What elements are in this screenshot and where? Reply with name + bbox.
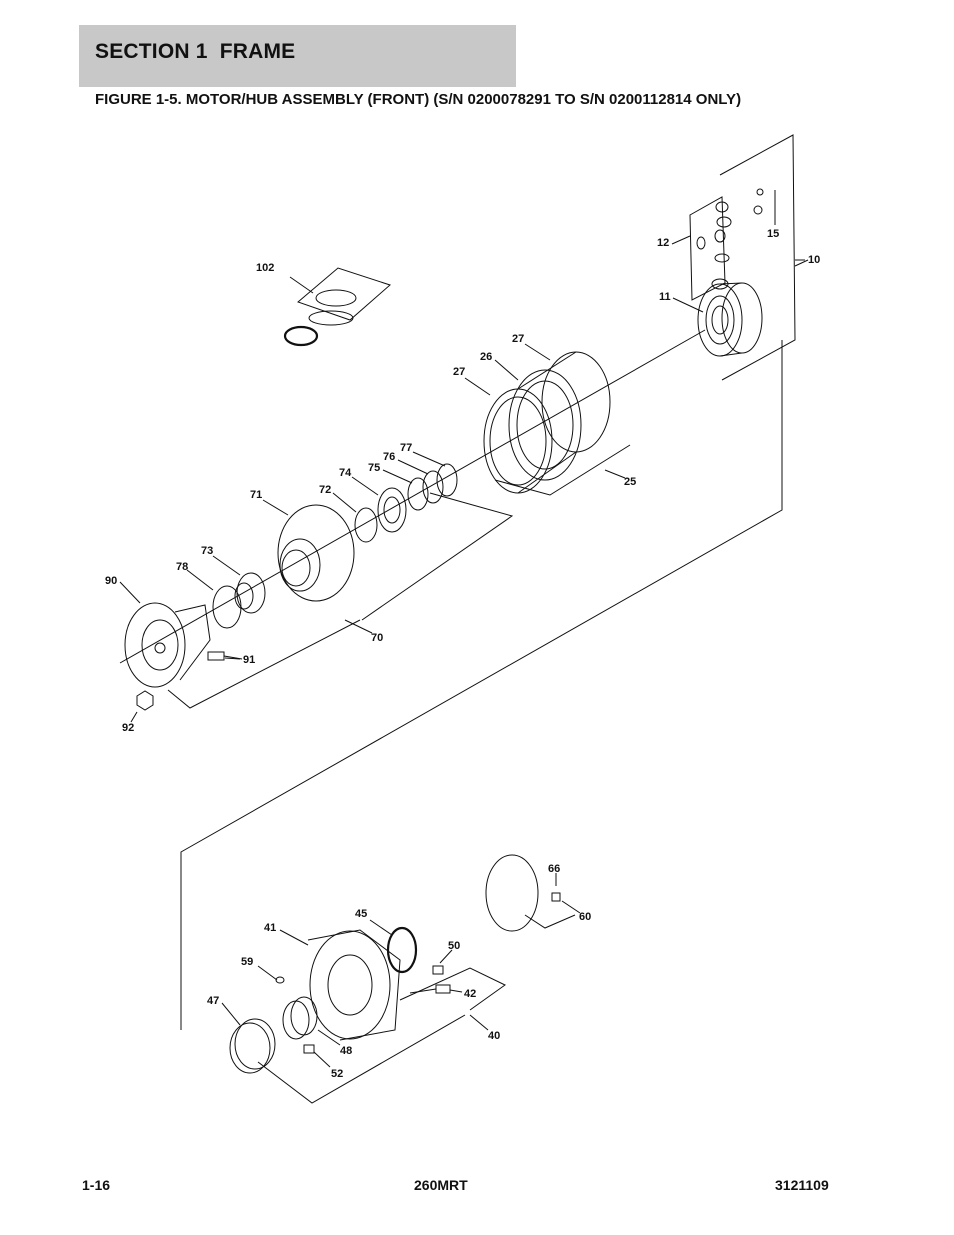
- seal-kit-bag: [283, 267, 391, 347]
- callout-75: 75: [368, 462, 380, 474]
- page-number: 1-16: [82, 1177, 111, 1193]
- end-cover: [485, 854, 576, 932]
- callout-78: 78: [176, 561, 188, 573]
- callout-102: 102: [256, 262, 274, 274]
- callout-90: 90: [105, 575, 117, 587]
- callout-59: 59: [241, 956, 253, 968]
- callout-66: 66: [548, 863, 560, 875]
- callout-11: 11: [659, 291, 671, 303]
- planet-gear-set: [212, 572, 266, 629]
- callout-42: 42: [464, 988, 476, 1000]
- callout-77: 77: [400, 442, 412, 454]
- callout-74: 74: [339, 467, 352, 479]
- callout-60: 60: [579, 911, 591, 923]
- callout-52: 52: [331, 1068, 343, 1080]
- figure-title: FIGURE 1-5. MOTOR/HUB ASSEMBLY (FRONT) (…: [95, 91, 742, 108]
- callout-91: 91: [243, 654, 255, 666]
- callout-10: 10: [808, 254, 820, 266]
- callout-26: 26: [480, 351, 492, 363]
- callout-48: 48: [340, 1045, 352, 1057]
- section-header-band: [79, 25, 516, 87]
- callout-45: 45: [355, 908, 367, 920]
- callout-25: 25: [624, 476, 636, 488]
- callout-12: 12: [657, 237, 669, 249]
- hub-bolts: [399, 965, 506, 1011]
- callout-labels: 10 11 12 15 102 27 26 27 25 77 76 75 74 …: [105, 228, 820, 1080]
- assembly-link-line: [180, 340, 783, 1030]
- hub-housing: [307, 926, 418, 1041]
- hub-seal-parts: [229, 976, 466, 1104]
- section-title: SECTION 1 FRAME: [95, 40, 296, 63]
- bearing-ring-set: [354, 463, 514, 621]
- callout-27-upper: 27: [512, 333, 524, 345]
- callout-50: 50: [448, 940, 460, 952]
- callout-70: 70: [371, 632, 383, 644]
- callout-72: 72: [319, 484, 331, 496]
- callout-15: 15: [767, 228, 779, 240]
- motor-housing: [697, 282, 763, 357]
- spindle-flange: [124, 602, 361, 709]
- callout-73: 73: [201, 545, 213, 557]
- callout-27-lower: 27: [453, 366, 465, 378]
- callout-71: 71: [250, 489, 262, 501]
- callout-40: 40: [488, 1030, 500, 1042]
- carrier-hub: [277, 504, 355, 602]
- callout-76: 76: [383, 451, 395, 463]
- assembly-axis: [119, 329, 706, 664]
- callout-47: 47: [207, 995, 219, 1007]
- seal-kit-parts: [696, 188, 764, 290]
- callout-92: 92: [122, 722, 134, 734]
- ring-gear-assembly: [483, 351, 631, 496]
- motor-assembly-bracket: [689, 134, 805, 381]
- callout-41: 41: [264, 922, 276, 934]
- leader-lines: [119, 235, 809, 1068]
- fastener-set: [136, 651, 243, 711]
- doc-number: 3121109: [775, 1177, 829, 1193]
- model-name: 260MRT: [414, 1177, 468, 1193]
